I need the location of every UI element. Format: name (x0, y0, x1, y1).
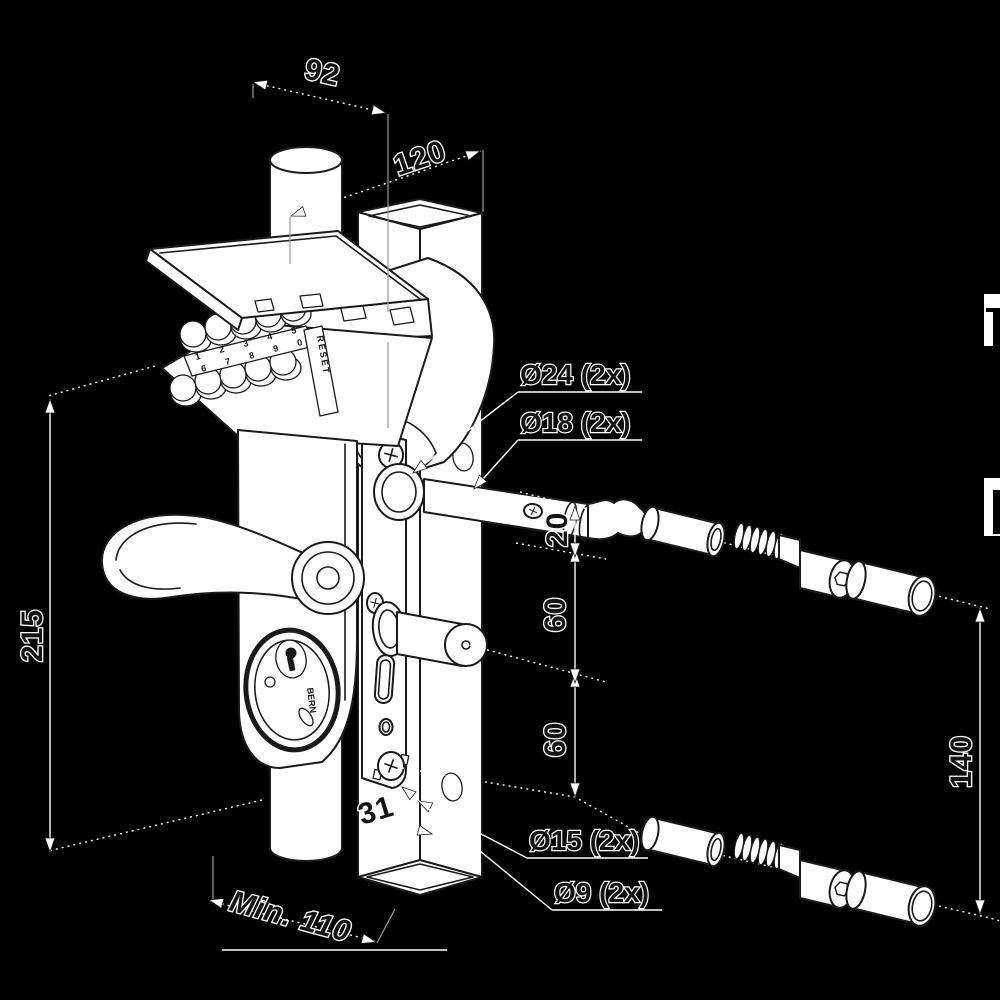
spindle-pin (366, 592, 488, 667)
latch-bolt (423, 478, 649, 542)
socket-screw (733, 832, 856, 909)
dim-215: 215 (15, 365, 263, 853)
cover-cap (845, 870, 937, 927)
callout-label: Ø9 (2x) (554, 877, 649, 908)
post-side-hole-lower (441, 772, 463, 802)
cover-cap (845, 560, 937, 617)
key-cylinder: BERN (243, 627, 341, 753)
callout-label: Ø24 (2x) (520, 359, 631, 390)
digit: 3 (242, 338, 249, 349)
plate-slot (373, 654, 396, 704)
bolt-screw (523, 502, 543, 520)
keypad-lid (145, 230, 429, 331)
callout-label: Ø15 (2x) (529, 825, 640, 856)
dim-label: 20 (541, 512, 574, 547)
keypad-digits: 1 2 3 4 5 6 7 8 9 0 (194, 325, 303, 374)
digit: 6 (200, 363, 207, 374)
lid-latch-tab (254, 298, 275, 313)
plate-small-hole (378, 718, 394, 736)
digit: 8 (248, 350, 255, 361)
cylinder-brand: BERN (305, 687, 318, 714)
callout-o18: Ø18 (2x) (469, 406, 642, 493)
lever-handle (100, 513, 365, 615)
digit: 1 (194, 351, 201, 362)
digit: 0 (296, 337, 303, 348)
dim-chain-20-60-60: 20 60 60 (538, 505, 581, 798)
callout-o15: Ø15 (2x) (415, 796, 648, 859)
spacer-sleeve (640, 815, 726, 868)
cylinder-pin-dot (264, 676, 276, 688)
callout-o9: Ø9 (2x) (398, 782, 662, 911)
reset-strip (303, 325, 339, 417)
fastener-set-lower (640, 815, 937, 927)
digit: 2 (218, 344, 225, 355)
dim-label: 215 (16, 609, 49, 662)
digit: 5 (290, 325, 297, 336)
plate-bottom-screw (372, 751, 410, 781)
digit: 4 (266, 331, 273, 342)
spacer-sleeve (640, 505, 726, 558)
callout-label: Ø18 (2x) (520, 407, 631, 438)
edge-artifacts (984, 294, 1000, 536)
digit: 7 (224, 356, 231, 367)
callout-o24: Ø24 (2x) (409, 358, 642, 478)
dim-92: 92 (251, 51, 389, 428)
keypad-housing: 1 2 3 4 5 6 7 8 9 0 RESET (161, 294, 433, 447)
fastener-set-upper (640, 505, 937, 617)
lid-latch-tab (299, 293, 324, 309)
dim-label: 60 (539, 722, 572, 757)
dim-label: 140 (945, 735, 978, 788)
dim-label: 60 (539, 597, 572, 632)
dim-label: 92 (301, 53, 343, 93)
dim-140: 140 (944, 607, 986, 915)
digit: 9 (272, 343, 279, 354)
latch-tip (587, 498, 649, 541)
hinge-bracket (389, 306, 415, 326)
